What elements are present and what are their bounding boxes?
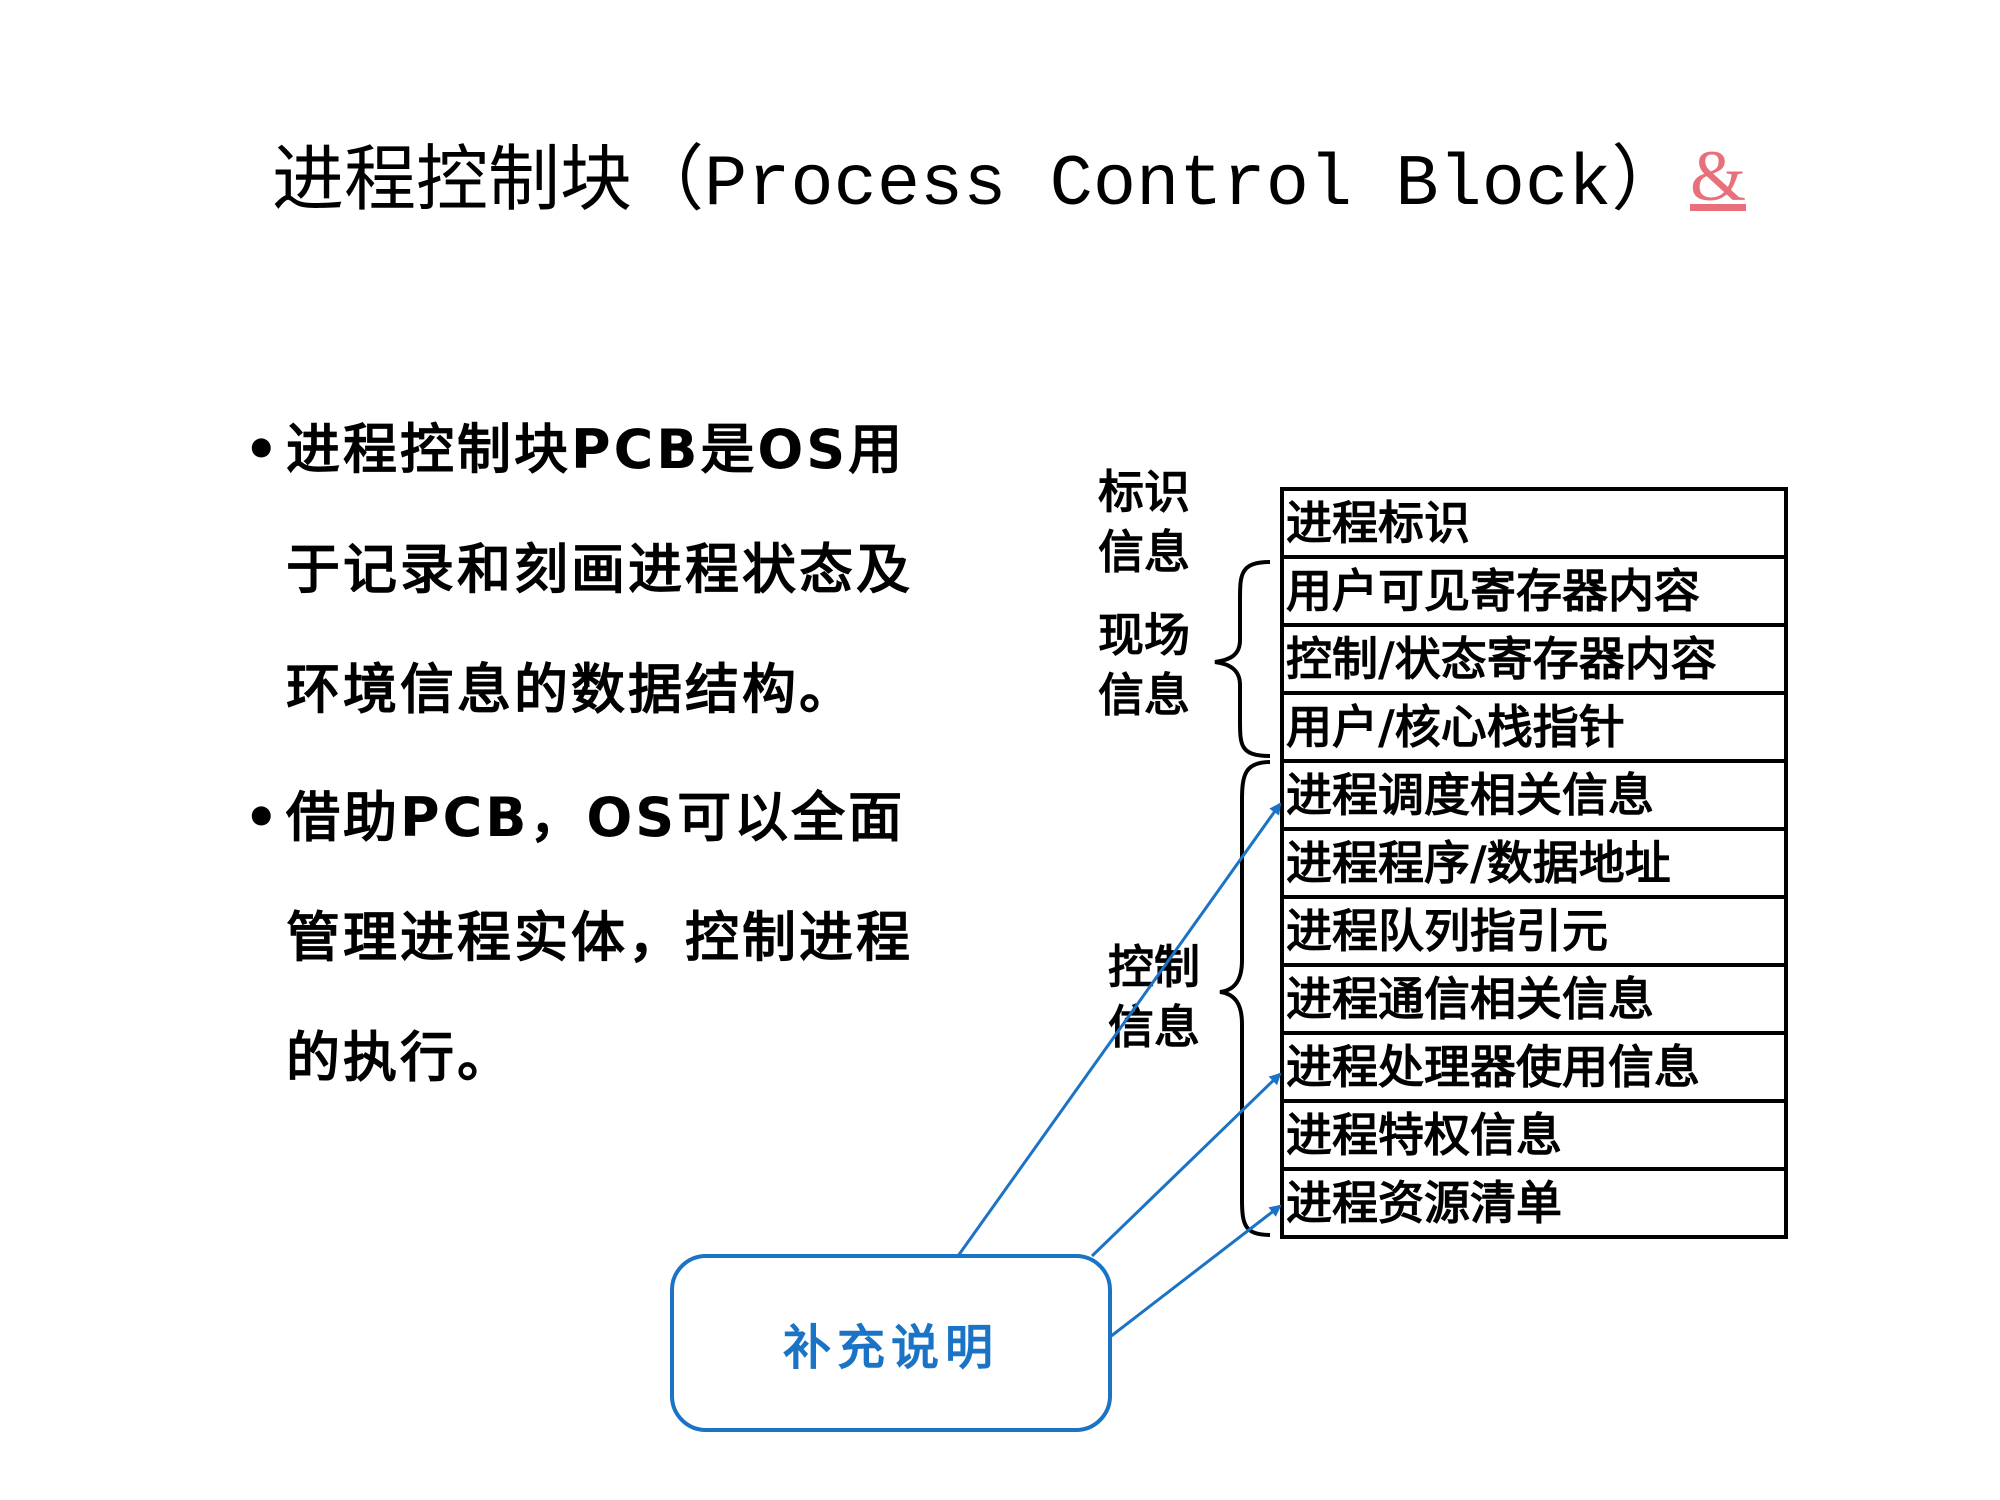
arrow-to-processor xyxy=(1090,1072,1282,1258)
group-label-line: 信息 xyxy=(1098,525,1190,579)
bullet-dot-icon: • xyxy=(244,418,282,481)
pcb-table: 进程标识 用户可见寄存器内容 控制/状态寄存器内容 用户/核心栈指针 进程调度相… xyxy=(1280,487,1788,1239)
note-button[interactable]: 补充说明 xyxy=(670,1254,1112,1432)
group-label-line: 现场 xyxy=(1098,608,1190,662)
pcb-row: 控制/状态寄存器内容 xyxy=(1284,627,1784,695)
pcb-row: 进程队列指引元 xyxy=(1284,899,1784,967)
pcb-row: 用户可见寄存器内容 xyxy=(1284,559,1784,627)
bullet-dot-icon: • xyxy=(244,786,282,849)
title-english: （Process Control Block） xyxy=(632,144,1684,226)
pcb-row: 进程特权信息 xyxy=(1284,1103,1784,1171)
bullet-text: 借助PCB，OS可以全面管理进程实体，控制进程的执行。 xyxy=(286,786,913,1089)
bullet-item: •进程控制块PCB是OS用于记录和刻画进程状态及环境信息的数据结构。 xyxy=(240,390,920,750)
pcb-row: 用户/核心栈指针 xyxy=(1284,695,1784,763)
action-link[interactable]: & xyxy=(1690,136,1747,216)
group-label-control: 控制 信息 xyxy=(1108,937,1200,1057)
pcb-row: 进程标识 xyxy=(1284,491,1784,559)
group-label-line: 控制 xyxy=(1108,940,1200,994)
context-brace xyxy=(1214,560,1271,758)
control-brace xyxy=(1219,760,1271,1237)
title-chinese: 进程控制块 xyxy=(272,137,633,221)
group-label-context: 现场 信息 xyxy=(1098,605,1190,725)
bullet-list: •进程控制块PCB是OS用于记录和刻画进程状态及环境信息的数据结构。 •借助PC… xyxy=(240,390,920,1118)
pcb-row: 进程调度相关信息 xyxy=(1284,763,1784,831)
bullet-item: •借助PCB，OS可以全面管理进程实体，控制进程的执行。 xyxy=(240,758,920,1118)
bullet-text: 进程控制块PCB是OS用于记录和刻画进程状态及环境信息的数据结构。 xyxy=(286,418,913,721)
arrow-to-resources xyxy=(1105,1204,1282,1342)
group-label-line: 信息 xyxy=(1108,1000,1200,1054)
page-title: 进程控制块（Process Control Block） xyxy=(272,120,1683,226)
group-label-line: 标识 xyxy=(1098,465,1190,519)
group-label-line: 信息 xyxy=(1098,668,1190,722)
pcb-row: 进程通信相关信息 xyxy=(1284,967,1784,1035)
pcb-row: 进程处理器使用信息 xyxy=(1284,1035,1784,1103)
pcb-row: 进程程序/数据地址 xyxy=(1284,831,1784,899)
pcb-row: 进程资源清单 xyxy=(1284,1171,1784,1239)
group-label-identity: 标识 信息 xyxy=(1098,462,1190,582)
note-label: 补充说明 xyxy=(782,1320,999,1376)
